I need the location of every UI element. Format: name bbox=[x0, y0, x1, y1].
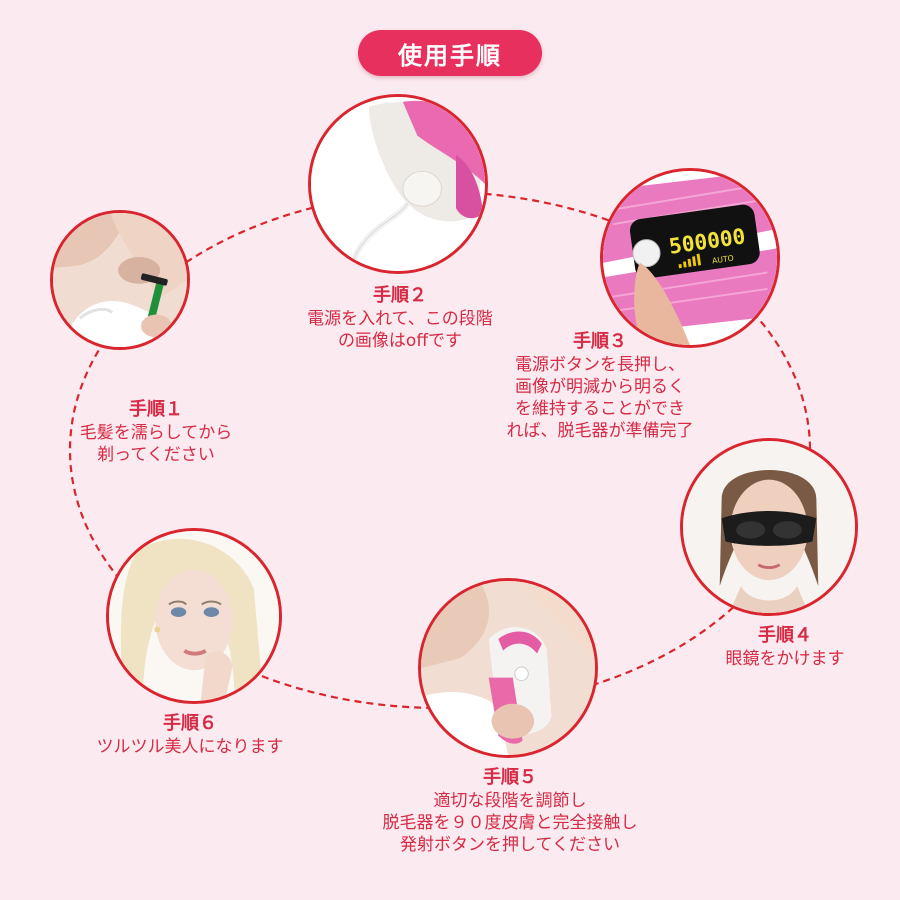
step-5-heading: 手順５ bbox=[483, 767, 537, 788]
step-4-text: 手順４ 眼鏡をかけます bbox=[680, 624, 890, 670]
step-6-image bbox=[106, 528, 282, 704]
step-5-text: 手順５ 適切な段階を調節し 脱毛器を９０度皮膚と完全接触し 発射ボタンを押してく… bbox=[330, 766, 690, 856]
step-5-line-2: 脱毛器を９０度皮膚と完全接触し bbox=[382, 813, 638, 833]
step-3-line-1: 電源ボタンを長押し、 bbox=[515, 355, 685, 375]
step-3-text: 手順３ 電源ボタンを長押し、 画像が明滅から明るく を維持することができ れば、… bbox=[470, 330, 730, 442]
step-1-line-2: 剃ってください bbox=[97, 445, 215, 465]
step-6-text: 手順６ ツルツル美人になります bbox=[60, 712, 320, 758]
step-4-line-1: 眼鏡をかけます bbox=[725, 649, 845, 669]
step-6-line-1: ツルツル美人になります bbox=[96, 737, 284, 757]
step-3-line-3: を維持することができ bbox=[515, 399, 685, 419]
step-6-heading: 手順６ bbox=[163, 713, 217, 734]
step-4-heading: 手順４ bbox=[758, 625, 812, 646]
step-2-heading: 手順２ bbox=[373, 285, 427, 306]
step-1-line-1: 毛髪を濡らしてから bbox=[79, 423, 233, 443]
step-2-line-2: の画像はoffです bbox=[337, 331, 463, 351]
step-1-text: 手順１ 毛髪を濡らしてから 剃ってください bbox=[36, 398, 276, 466]
step-3-image: 500000 AUTO bbox=[600, 168, 780, 348]
step-2-image bbox=[308, 94, 488, 274]
step-5-line-1: 適切な段階を調節し bbox=[433, 791, 587, 811]
step-5-line-3: 発射ボタンを押してください bbox=[400, 835, 620, 855]
step-2-line-1: 電源を入れて、この段階 bbox=[307, 309, 493, 329]
page-title: 使用手順 bbox=[358, 30, 542, 76]
step-4-image bbox=[680, 438, 858, 616]
device-mode-label: AUTO bbox=[712, 254, 735, 266]
step-1-heading: 手順１ bbox=[129, 399, 183, 420]
step-3-heading: 手順３ bbox=[573, 331, 627, 352]
step-1-image bbox=[50, 210, 190, 350]
step-3-line-2: 画像が明滅から明るく bbox=[515, 377, 685, 397]
step-5-image bbox=[418, 578, 598, 758]
step-3-line-4: れば、脱毛器が準備完了 bbox=[506, 421, 694, 441]
step-2-text: 手順２ 電源を入れて、この段階 の画像はoffです bbox=[250, 284, 550, 352]
